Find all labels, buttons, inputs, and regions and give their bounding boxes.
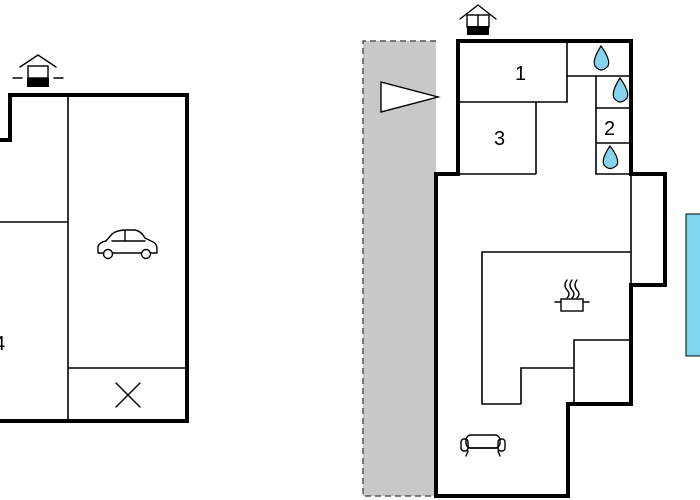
left-building: 4 bbox=[0, 54, 189, 423]
right-building: 1 2 3 bbox=[434, 4, 667, 498]
north-arrow-icon bbox=[380, 81, 441, 113]
interior-walls bbox=[458, 41, 632, 405]
room-4-label: 4 bbox=[0, 333, 5, 355]
pool bbox=[685, 213, 700, 357]
water-drop-icon bbox=[602, 144, 619, 170]
cross-icon bbox=[115, 382, 141, 408]
room-2-label: 2 bbox=[604, 118, 615, 140]
water-drop-icon bbox=[612, 76, 629, 103]
house-entrance-icon bbox=[459, 4, 497, 35]
car-icon bbox=[97, 229, 158, 260]
room-1-label: 1 bbox=[515, 63, 526, 85]
terrace bbox=[362, 40, 441, 497]
left-building-outer-wall bbox=[0, 93, 189, 423]
room-3-label: 3 bbox=[494, 128, 505, 150]
sofa-icon bbox=[460, 434, 506, 457]
water-drop-icon bbox=[593, 44, 610, 71]
house-entrance-icon bbox=[12, 54, 64, 87]
cooking-pot-icon bbox=[554, 279, 590, 312]
